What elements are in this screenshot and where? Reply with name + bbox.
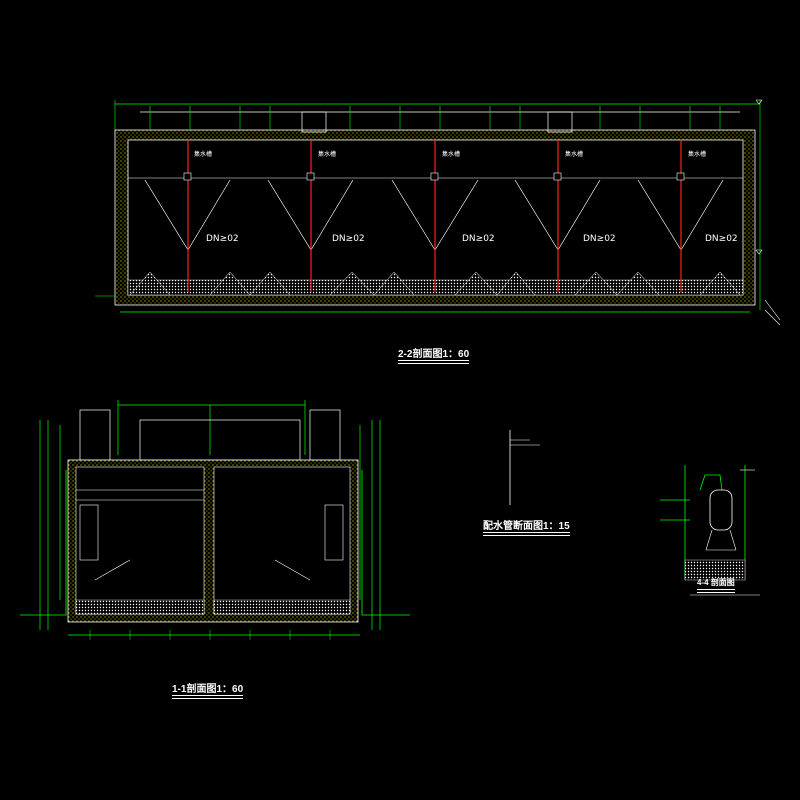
pipe-label-4: 集水槽 bbox=[565, 150, 583, 158]
pipe-detail-drawing bbox=[509, 430, 540, 505]
collector-units: 集水槽 集水槽 集水槽 集水槽 集水槽 DN≥02 DN≥02 DN≥02 DN… bbox=[144, 140, 738, 292]
elevation-markers bbox=[755, 99, 781, 326]
section-2-2-drawing bbox=[95, 100, 761, 313]
pipe-label-1: 集水槽 bbox=[194, 150, 212, 158]
section-2-2-title: 2-2剖面图1：60 bbox=[398, 345, 470, 364]
dim-label-1: DN≥02 bbox=[206, 234, 239, 244]
section-1-1-drawing bbox=[20, 400, 410, 640]
dim-label-4: DN≥02 bbox=[583, 234, 616, 244]
section-4-4-drawing bbox=[660, 465, 760, 596]
dim-label-5: DN≥02 bbox=[705, 234, 738, 244]
dim-label-3: DN≥02 bbox=[462, 234, 495, 244]
pipe-detail-title: 配水管断面图1：15 bbox=[483, 517, 570, 536]
section-1-1-title: 1-1剖面图1：60 bbox=[172, 680, 244, 699]
section-4-4-title: 4-4 剖面图 bbox=[697, 577, 735, 593]
pipe-label-5: 集水槽 bbox=[688, 150, 706, 158]
pipe-label-3: 集水槽 bbox=[442, 150, 460, 158]
dim-label-2: DN≥02 bbox=[332, 234, 365, 244]
pipe-label-2: 集水槽 bbox=[318, 150, 336, 158]
